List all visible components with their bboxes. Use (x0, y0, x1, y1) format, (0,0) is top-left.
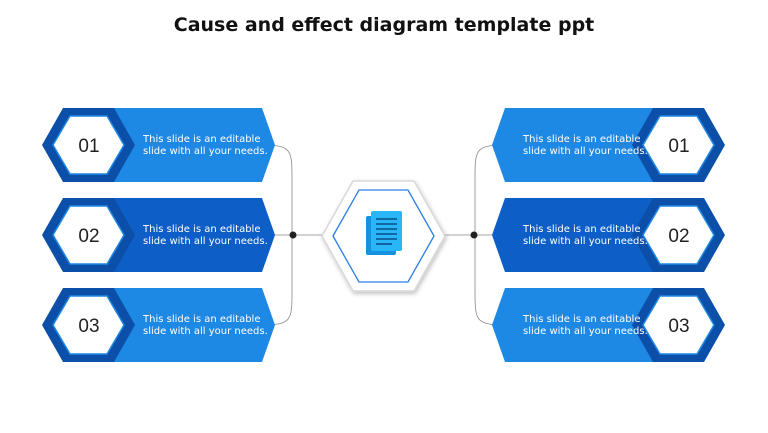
left-block-3: 03 (42, 288, 275, 362)
right-description-3: This slide is an editable slide with all… (523, 314, 648, 337)
left-description-3: This slide is an editable slide with all… (143, 314, 268, 337)
right-hex-inner-1 (642, 115, 715, 175)
left-number-3: 03 (78, 316, 99, 337)
left-hex-inner-3 (52, 295, 125, 355)
right-bar-1 (492, 108, 660, 182)
left-bar-2 (108, 198, 275, 272)
right-number-1: 01 (668, 136, 689, 157)
left-description-1: This slide is an editable slide with all… (143, 134, 268, 157)
left-number-1: 01 (78, 136, 99, 157)
right-block-2: 02 (492, 198, 725, 272)
left-hex-inner-1 (52, 115, 125, 175)
left-bar-1 (108, 108, 275, 182)
right-bar-3 (492, 288, 660, 362)
junction-dot-left (289, 231, 297, 239)
right-number-2: 02 (668, 226, 689, 247)
right-description-2: This slide is an editable slide with all… (523, 224, 648, 247)
left-block-1: 01 (42, 108, 275, 182)
right-block-3: 03 (492, 288, 725, 362)
left-description-2: This slide is an editable slide with all… (143, 224, 268, 247)
left-number-2: 02 (78, 226, 99, 247)
slide-title: Cause and effect diagram template ppt (173, 14, 595, 36)
junction-dot-right (470, 231, 478, 239)
right-description-1: This slide is an editable slide with all… (523, 134, 648, 157)
document-icon (366, 211, 402, 255)
right-block-1: 01 (492, 108, 725, 182)
right-number-3: 03 (668, 316, 689, 337)
right-hex-inner-3 (642, 295, 715, 355)
right-hex-inner-2 (642, 205, 715, 265)
left-bar-3 (108, 288, 275, 362)
right-bar-2 (492, 198, 660, 272)
left-block-2: 02 (42, 198, 275, 272)
left-hex-inner-2 (52, 205, 125, 265)
